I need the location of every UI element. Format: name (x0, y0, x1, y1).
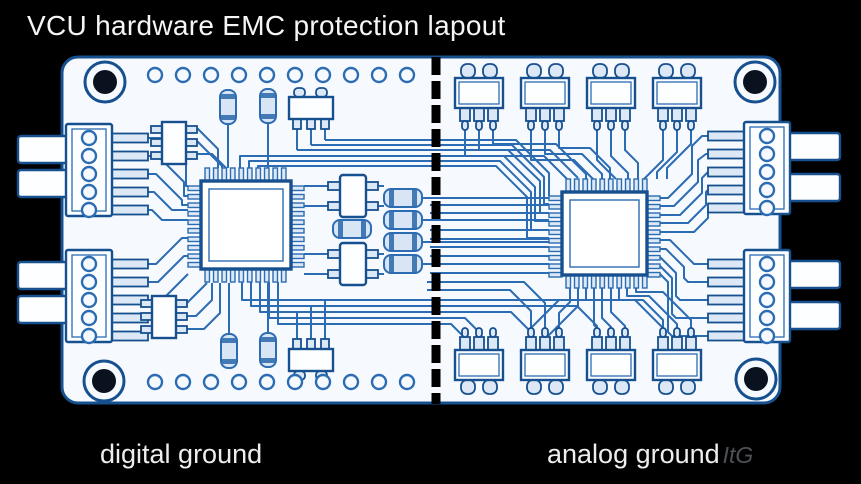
resistor (219, 89, 237, 125)
mounting-hole (733, 60, 777, 104)
resistor (259, 88, 277, 124)
resistor (220, 333, 238, 369)
right-mcu-chip (548, 178, 661, 289)
copper-traces (148, 123, 709, 349)
pcb-board-outline (60, 55, 782, 405)
mounting-hole (734, 357, 778, 401)
left-mcu-chip (187, 167, 305, 283)
digital-ground-label: digital ground (100, 439, 263, 469)
resistor (383, 210, 423, 230)
resistor (383, 232, 423, 252)
ic-component (139, 294, 189, 340)
analog-ground-text: analog ground (547, 439, 720, 469)
ic-component (149, 120, 199, 166)
slide-title: VCU hardware EMC protection lapout (27, 10, 506, 41)
watermark: ItG (722, 442, 754, 468)
mounting-hole (83, 60, 127, 104)
mounting-hole (82, 359, 126, 403)
resistor (383, 188, 423, 208)
resistor (332, 219, 372, 239)
resistor (259, 332, 277, 368)
resistor (383, 254, 423, 274)
